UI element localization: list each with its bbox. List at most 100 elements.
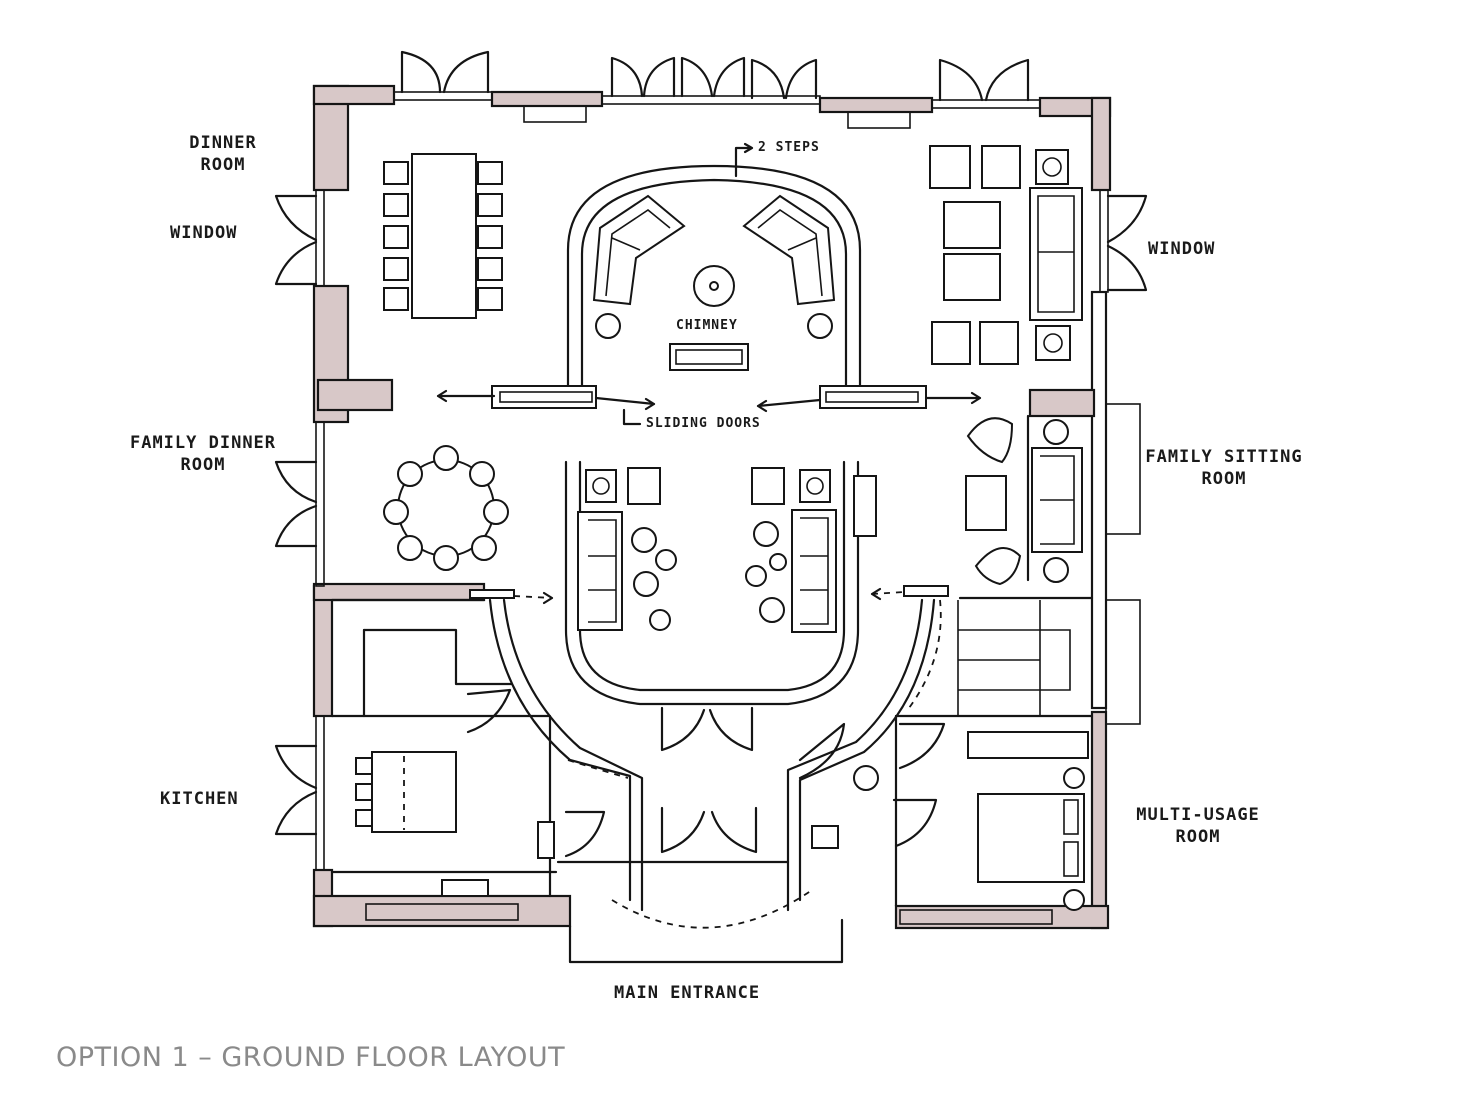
nightstand [1063,889,1085,911]
armchair [627,467,661,505]
hall-arrow-head [542,591,554,605]
bay-window-right [1105,403,1141,535]
side-table [595,313,621,339]
multi-usage-room-label: MULTI-USAGE ROOM [1136,805,1260,847]
side-table [1043,419,1069,445]
entrance-step [568,918,844,964]
wall-right-mid [1090,290,1108,710]
slide-arrow [756,398,822,413]
stool [631,527,657,553]
slide-arrow [924,391,982,405]
coffee-table [669,343,749,371]
sliding-doors-label: SLIDING DOORS [646,416,761,431]
stool [759,597,785,623]
pillow [1063,841,1079,877]
chair [477,161,503,185]
chair [397,535,423,561]
wall-top-left [312,84,396,106]
wall-bottom-right [894,904,1110,930]
window-left-1 [315,189,325,287]
chair [477,193,503,217]
door-leaf [274,194,318,242]
door-leaf [274,504,318,548]
coffee-table-inner [675,349,743,365]
sill-top-1 [523,105,587,123]
chair [397,461,423,487]
stool [355,757,373,775]
door-leaf [712,56,746,98]
side-table [1035,325,1071,361]
window-left-3 [315,715,325,871]
window-right-1 [1099,189,1109,293]
door-swing-dashed [567,759,629,779]
slide-arrow [436,389,496,403]
stove [537,821,555,859]
chair [383,257,409,281]
side-table [1035,149,1069,185]
ottoman [943,253,1001,301]
sofa-inner [605,209,671,297]
staircase [957,600,1071,716]
wall-top-window2 [818,96,934,114]
chair [483,499,509,525]
kitchen-label: KITCHEN [160,789,239,809]
armchair [751,467,785,505]
chair [469,461,495,487]
door-leaf [680,56,714,98]
door-leaf [898,722,946,770]
door-leaf [660,706,706,752]
kitchen-island [371,751,457,833]
lounge-chair [966,417,1014,464]
sitting-room-furniture [965,417,1083,586]
ottoman [943,201,1001,249]
curved-hall-wall-right [786,598,924,912]
wall-top-window1 [490,90,604,108]
chimney-room-inner [580,178,848,388]
curved-hall-wall [488,598,632,902]
sliding-door-left-inner [499,391,593,403]
armchair [929,145,971,189]
door-leaf [784,58,818,100]
door-leaf [708,706,754,752]
chair [433,445,459,471]
casement-doors [274,50,1148,858]
dining-set [383,153,503,319]
chimney-lounge [592,194,836,371]
chimney-label: CHIMNEY [676,318,738,333]
wardrobe [967,731,1089,759]
armchair [931,321,971,365]
main-entrance-label: MAIN ENTRANCE [614,983,761,1003]
lamp [592,477,610,495]
door-leaf [442,50,490,94]
hall-arrow [513,595,553,599]
kitchen-furniture [355,628,555,897]
chair [433,545,459,571]
stool [649,609,671,631]
steps-arrow [734,142,754,178]
lamp [1042,157,1062,177]
page-title: OPTION 1 – GROUND FLOOR LAYOUT [56,1042,566,1073]
door-leaf [274,790,318,836]
door-leaf [938,58,984,102]
bay-window-right-2 [1105,599,1141,725]
window-bottom-right [899,909,1053,925]
window-bottom-left [365,903,519,921]
sofa [577,511,623,631]
door-leaf [466,688,512,734]
entrance-door-swing [611,889,813,929]
wall-kitchen-top [312,582,486,602]
lounge-chair [974,547,1022,586]
door-leaf [1106,244,1148,292]
door-leaf [274,460,318,504]
chair [477,225,503,249]
dinner-room-label: DINNER ROOM [189,133,257,175]
sofa-cushions [1037,195,1075,313]
sliding-door-right [819,385,927,409]
chimney-fire [709,281,719,291]
chair [477,287,503,311]
stool [355,809,373,827]
curved-hall-wall [502,598,644,912]
wall-left-kitchen [312,584,334,718]
window-left-label: WINDOW [170,223,238,243]
